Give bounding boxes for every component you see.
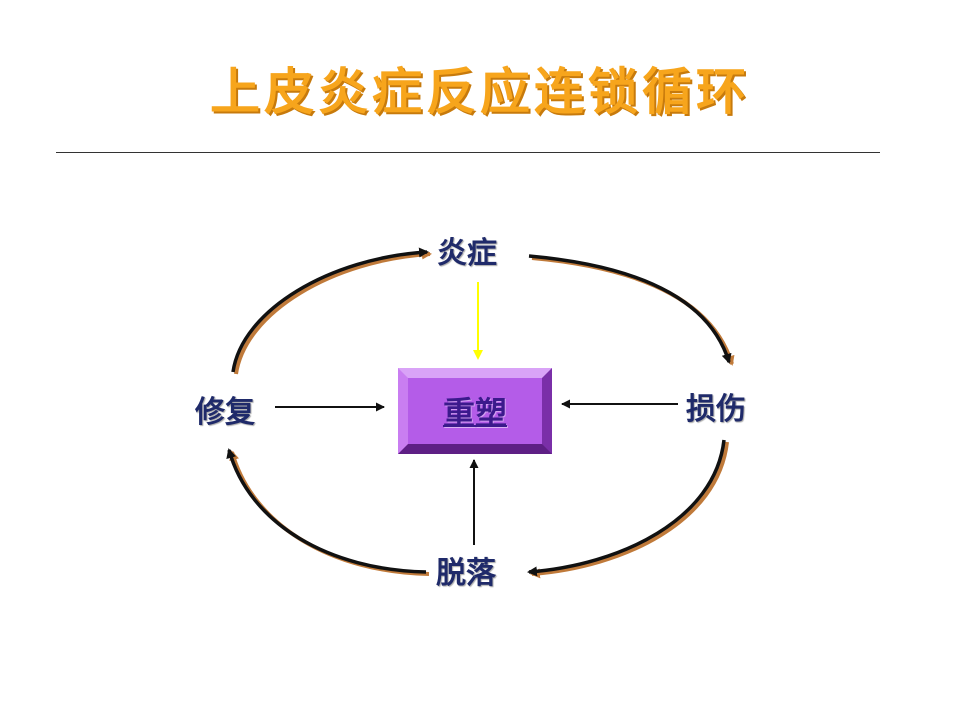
center-label: 重塑 xyxy=(442,394,507,432)
node-shedding: 脱落 xyxy=(436,556,496,591)
node-inflammation: 炎症 xyxy=(437,236,497,271)
node-injury: 损伤 xyxy=(686,392,746,427)
slide-title: 上皮炎症反应连锁循环 xyxy=(210,63,750,121)
node-repair: 修复 xyxy=(195,395,255,430)
arrow-injury-to-shedding xyxy=(527,439,726,577)
arrow-repair-to-inflammation xyxy=(231,247,429,373)
title-divider xyxy=(56,152,880,153)
arrow-inflammation-to-injury xyxy=(528,254,732,364)
arrow-shedding-to-repair xyxy=(226,448,427,574)
center-box-remodeling: 重塑 xyxy=(398,368,552,454)
